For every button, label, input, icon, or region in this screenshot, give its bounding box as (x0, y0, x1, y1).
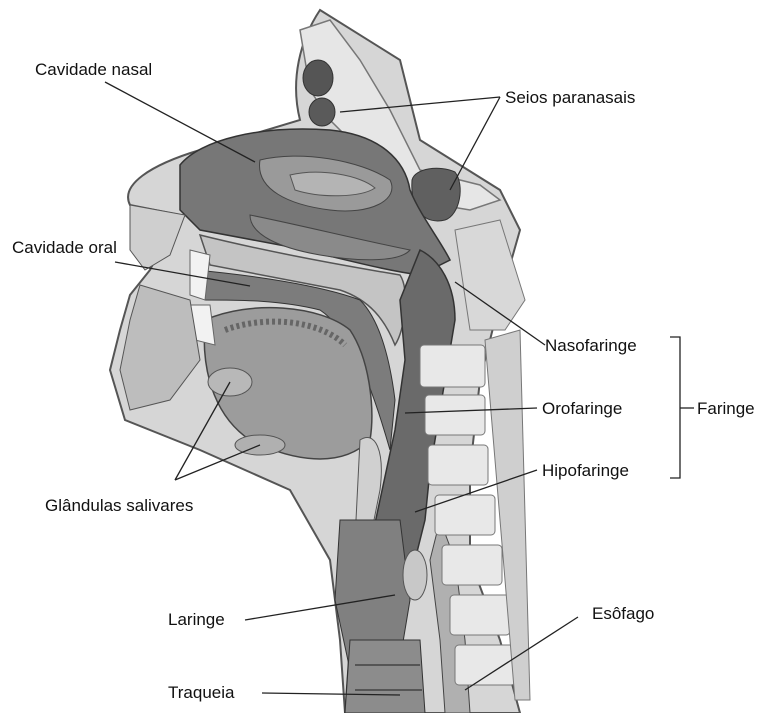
label-seios-paranasais: Seios paranasais (505, 88, 635, 108)
label-esofago: Esôfago (592, 604, 654, 624)
faringe-bracket (670, 337, 680, 478)
label-hipofaringe: Hipofaringe (542, 461, 629, 481)
label-nasofaringe: Nasofaringe (545, 336, 637, 356)
label-cavidade-oral: Cavidade oral (12, 238, 117, 258)
label-faringe: Faringe (697, 399, 755, 419)
label-glandulas-salivares: Glândulas salivares (45, 496, 193, 516)
trachea (345, 640, 425, 713)
leader-cavidade-nasal (105, 82, 255, 162)
label-laringe: Laringe (168, 610, 225, 630)
label-traqueia: Traqueia (168, 683, 234, 703)
label-cavidade-nasal: Cavidade nasal (35, 60, 152, 80)
ethmoid-sinus (309, 98, 335, 126)
vocal-fold (403, 550, 427, 600)
frontal-sinus (303, 60, 333, 96)
label-orofaringe: Orofaringe (542, 399, 622, 419)
